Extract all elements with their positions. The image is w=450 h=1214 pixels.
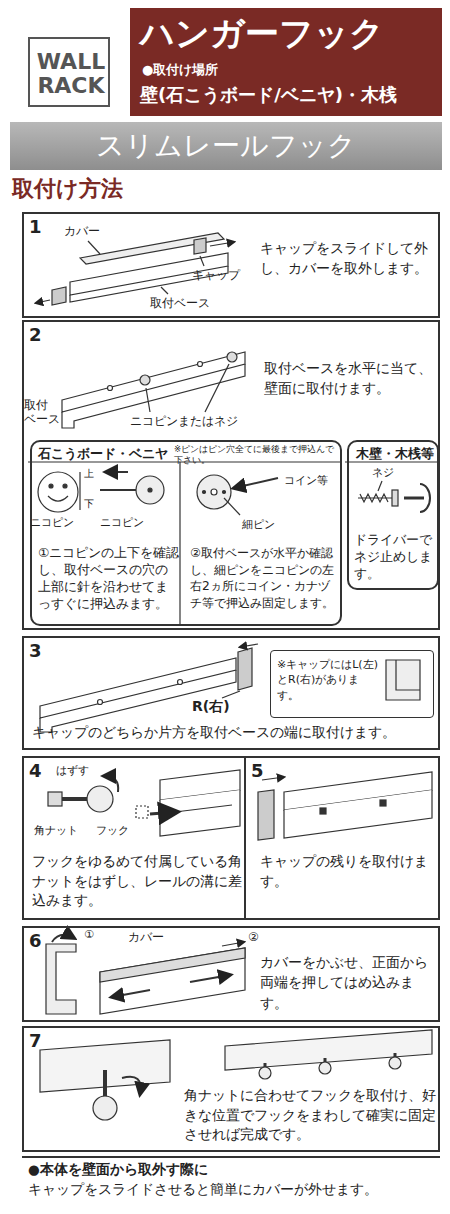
heading: 取付け方法 (12, 176, 123, 202)
box-heading: 5 (251, 760, 271, 782)
box-heading: 6 (29, 930, 49, 952)
box-text: 壁(石こうボード/ベニヤ)・木桟 (140, 83, 440, 106)
box-text: ●取付け場所 (142, 62, 342, 79)
part-name: 細ピン (242, 518, 275, 531)
box-heading: ②取付ベースが水平か確認し、細ピンをニコピンの左右2ヵ所にコイン・カナヅチ等で押… (190, 545, 338, 611)
box-heading: ハンガーフック (140, 13, 440, 54)
box-heading: ※キャップにはL(左)とR(右)があります。 (277, 657, 381, 703)
box-text: キャップをスライドさせると簡単にカバーが外せます。 (28, 1181, 438, 1199)
part-name: ニコピン (100, 516, 144, 529)
box-text: ドライバーでネジ止めします。 (354, 532, 438, 583)
step-panel: 7 角ナットに合わせてフックを取付け、好きな位置でフックをまわして確実に固定させれ… (22, 1026, 440, 1152)
part-name: フック (96, 824, 129, 837)
box-heading: 木壁・木桟等 (353, 446, 437, 462)
product-band: スリムレールフック (10, 122, 442, 170)
part-name: キャップ (192, 268, 240, 282)
box-heading: 1 (29, 216, 49, 238)
step-panel: 3 キャップのどちらか片方を取付ベースの端に取付けます。 ※キャップにはL(左)とR… (22, 636, 440, 750)
box-heading: スリムレールフック (20, 129, 432, 163)
title-band: ハンガーフック ●取付け場所壁(石こうボード/ベニヤ)・木桟 (130, 8, 442, 116)
part-name: 取付 ベース (24, 398, 62, 427)
box-text: 取付ベースを水平に当て、壁面に取付けます。 (264, 358, 436, 399)
box-text: カバーをかぶせ、正面から両端を押してはめ込みます。 (260, 952, 436, 1013)
instruction-box: ②取付ベースが水平か確認し、細ピンをニコピンの左右2ヵ所にコイン・カナヅチ等で押… (188, 544, 340, 626)
box-text: キャップをスライドして外し、カバーを取外します。 (260, 238, 436, 279)
direction-mark: 上 (84, 468, 94, 480)
part-name: ニコピン (30, 516, 74, 529)
part-name: 角ナット (34, 824, 78, 837)
box-heading: 2 (29, 324, 49, 346)
part-name: 取付ベース (150, 296, 210, 310)
part-name: カバー (64, 224, 100, 238)
action-label: はずす (56, 764, 89, 777)
box-heading: ●本体を壁面から取外す際に (28, 1161, 432, 1179)
direction-mark: 下 (84, 498, 94, 510)
box-text: 角ナットに合わせてフックを取付け、好きな位置でフックをまわして確実に固定させれば… (184, 1086, 436, 1145)
callout-number: ② (248, 930, 259, 944)
part-name: ネジ (372, 466, 394, 479)
box-heading: WALL RACK (34, 50, 108, 98)
note-box: ※キャップにはL(左)とR(右)があります。 (270, 650, 434, 718)
instruction-box: ①ニコピンの上下を確認し、取付ベースの穴の上部に針を沿わせてまっすぐに押込みます… (36, 544, 182, 626)
footnote-box: ●本体を壁面から取外す際にキャップをスライドさせると簡単にカバーが外せます。 (22, 1156, 440, 1208)
method-box: 木壁・木桟等ドライバーでネジ止めします。 (347, 440, 439, 590)
part-name: ニコピンまたはネジ (130, 414, 238, 428)
step-panel: 5 キャップの残りを取付けます。 (244, 756, 440, 920)
box-heading: 3 (29, 640, 49, 662)
box-heading: 石こうボード・ベニヤ (38, 446, 172, 463)
brand-box: WALL RACK (28, 37, 110, 107)
part-name: カバー (128, 930, 164, 944)
method-box: 石こうボード・ベニヤ※ピンはピン穴全てに最後まで押込んで下さい。 ①ニコピンの上下… (30, 440, 342, 626)
box-heading: ①ニコピンの上下を確認し、取付ベースの穴の上部に針を沿わせてまっすぐに押込みます… (38, 545, 180, 613)
step-panel: 4 フックをゆるめて付属している角ナットをはずし、レールの溝に差込みます。 (22, 756, 246, 920)
part-name: R(右) (192, 698, 230, 715)
part-name: コイン等 (284, 474, 328, 487)
box-text: キャップの残りを取付けます。 (260, 852, 432, 891)
box-text: ※ピンはピン穴全てに最後まで押込んで下さい。 (174, 444, 340, 465)
callout-number: ① (84, 928, 94, 941)
box-text: フックをゆるめて付属している角ナットをはずし、レールの溝に差込みます。 (32, 852, 242, 911)
box-heading: 7 (29, 1030, 49, 1052)
box-heading: 4 (29, 760, 49, 782)
box-text: キャップのどちらか片方を取付ベースの端に取付けます。 (32, 724, 436, 742)
